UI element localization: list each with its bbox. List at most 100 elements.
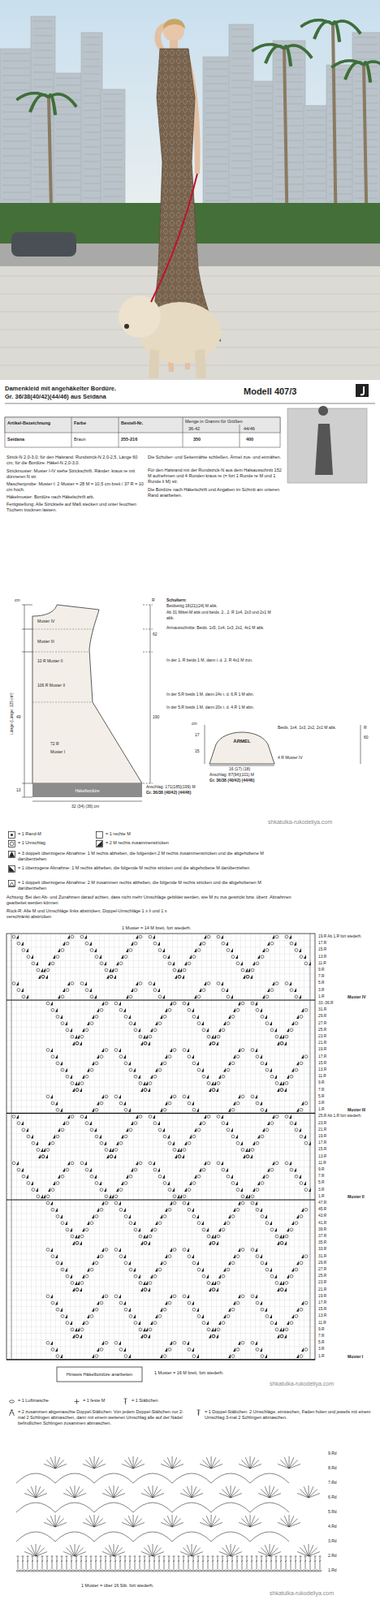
dimension-line	[24, 604, 26, 798]
yarn-over	[289, 988, 294, 993]
window-row	[103, 167, 123, 169]
yarn-over	[75, 1288, 79, 1292]
yarn-over	[51, 1055, 55, 1059]
text-label: Gr. 36/38(40/42)(44/46) aus Seidana	[4, 392, 233, 402]
decrease-mark	[274, 1075, 277, 1080]
window-row	[231, 160, 251, 162]
text-label: Seidana	[7, 436, 70, 443]
decrease-mark	[213, 1081, 216, 1086]
chain-stitch	[81, 1570, 85, 1572]
window-row	[254, 188, 273, 190]
fan-stitch	[211, 1515, 212, 1528]
decrease-mark	[130, 941, 134, 946]
table-frame	[4, 417, 281, 448]
decrease-mark	[60, 1260, 63, 1266]
text-label: In der 5.R beids 1 M, dann 20x i. d. 4.R…	[166, 704, 277, 711]
window-row	[328, 128, 352, 130]
pattern-divider	[32, 702, 93, 704]
yarn-over	[153, 1321, 157, 1326]
chain-stitch	[38, 1570, 43, 1572]
legend-entry: = 3 doppelt überzogene Abnahme: 1 M rech…	[8, 850, 286, 863]
decrease-mark	[201, 1314, 204, 1319]
yarn-over	[56, 955, 60, 959]
text-label: 9.R	[318, 967, 324, 973]
legend-text: = 1 Rand-M	[17, 831, 91, 838]
decrease-mark	[38, 1154, 41, 1159]
window-row	[56, 114, 81, 116]
window-row	[231, 175, 251, 177]
chart-grid	[6, 933, 316, 1361]
yarn-over	[285, 1161, 289, 1166]
outline	[209, 725, 275, 765]
decrease-mark	[257, 1181, 260, 1186]
yarn-over	[246, 1155, 250, 1159]
yarn-over	[260, 955, 264, 959]
window-row	[354, 51, 378, 53]
decrease-mark	[52, 954, 56, 959]
yarn-over	[17, 941, 21, 946]
decrease-mark	[250, 1154, 253, 1159]
decrease-mark	[152, 935, 156, 940]
decrease-mark	[133, 1068, 136, 1073]
yarn-over	[143, 1288, 147, 1292]
yarn-over	[231, 1355, 235, 1359]
yarn-over	[304, 1208, 308, 1212]
window-row	[83, 110, 100, 112]
yarn-over	[51, 1101, 55, 1106]
yarn-over	[236, 1255, 240, 1259]
fan-stitch	[230, 1494, 242, 1499]
window-row	[2, 170, 31, 172]
yarn-over	[99, 1208, 104, 1212]
decrease-mark	[16, 935, 19, 940]
decrease-mark	[152, 1161, 156, 1166]
yarn-over	[124, 1062, 128, 1066]
fan-stitch	[299, 1547, 309, 1557]
yarn-over	[265, 949, 269, 953]
yarn-over	[172, 1341, 177, 1345]
decrease-mark	[189, 1181, 192, 1186]
decrease-mark	[169, 1201, 173, 1206]
window-row	[231, 190, 251, 191]
yarn-over	[260, 1062, 264, 1066]
dimension-tick	[21, 652, 33, 653]
yarn-over	[275, 1161, 279, 1166]
window-row	[103, 101, 123, 103]
yarn-over	[80, 1328, 84, 1332]
chain-stitch	[87, 1570, 91, 1572]
decrease-mark	[186, 1048, 190, 1053]
treble-stitch	[255, 1556, 259, 1570]
text-label: Fertigstellung: Alle Strickteile auf Maß…	[6, 501, 145, 514]
window-row	[83, 95, 100, 97]
text-label: 62	[152, 631, 166, 638]
decrease-mark	[60, 1354, 63, 1359]
decrease-mark	[201, 1021, 204, 1026]
yarn-over	[221, 1028, 225, 1033]
window-row	[275, 96, 303, 98]
triangle	[97, 842, 103, 847]
window-row	[2, 112, 31, 113]
text-label: Rück-R: Alle M und Umschläge links abstr…	[6, 908, 173, 920]
window-row	[328, 194, 352, 195]
yarn-over	[143, 1334, 147, 1339]
window-row	[205, 185, 229, 187]
chain-stitch	[84, 1570, 88, 1572]
yarn-over	[285, 1328, 289, 1332]
window-row	[2, 199, 31, 201]
fan-stitch	[55, 1515, 57, 1528]
pattern-piece: Muster IVMuster III10 R Muster II106 R M…	[32, 604, 143, 784]
decrease-mark	[225, 1168, 229, 1173]
yarn-over	[138, 1328, 143, 1332]
text-label: 17.R	[318, 941, 327, 946]
decrease-mark	[159, 1108, 163, 1113]
yarn-over	[221, 1168, 225, 1172]
window-row	[306, 110, 326, 112]
window-row	[275, 67, 303, 69]
decrease-mark	[181, 1154, 185, 1159]
yarn-over	[211, 1088, 216, 1093]
yarn-over	[56, 1062, 60, 1066]
yarn-over	[99, 1301, 104, 1305]
decrease-mark	[228, 1061, 231, 1066]
chain-stitch	[126, 1570, 130, 1572]
fan-stitch	[299, 1489, 309, 1499]
yarn-over	[60, 1222, 65, 1226]
